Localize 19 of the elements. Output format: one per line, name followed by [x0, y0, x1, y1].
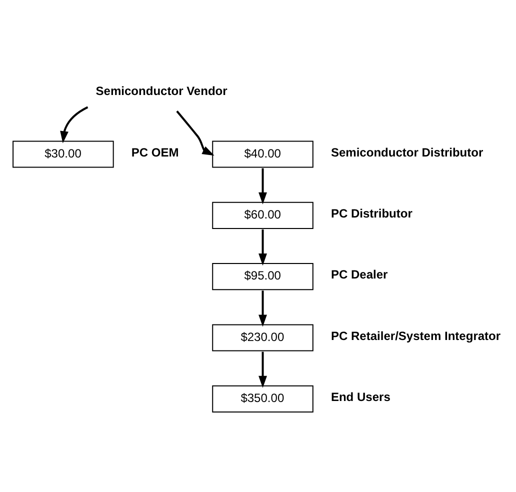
node-box: $30.00: [12, 140, 114, 168]
node-box: $95.00: [212, 263, 313, 290]
arrow: [258, 229, 266, 266]
node-box: $40.00: [212, 140, 313, 168]
arrow: [258, 352, 266, 388]
node-box: $350.00: [212, 385, 313, 412]
arrow: [176, 110, 214, 156]
node-box: $60.00: [212, 202, 313, 229]
node-label: PC Retailer/System Integrator: [330, 328, 500, 343]
arrow: [60, 106, 88, 144]
arrow: [258, 168, 266, 204]
node-label: Semiconductor Distributor: [330, 145, 483, 160]
node-box: $230.00: [212, 324, 313, 352]
node-label: PC Dealer: [330, 268, 388, 282]
arrow: [258, 290, 266, 327]
node-label: End Users: [330, 390, 390, 404]
node-label: PC OEM: [130, 145, 178, 160]
node-text: Semiconductor Vendor: [95, 84, 227, 98]
node-label: PC Distributor: [330, 206, 412, 221]
